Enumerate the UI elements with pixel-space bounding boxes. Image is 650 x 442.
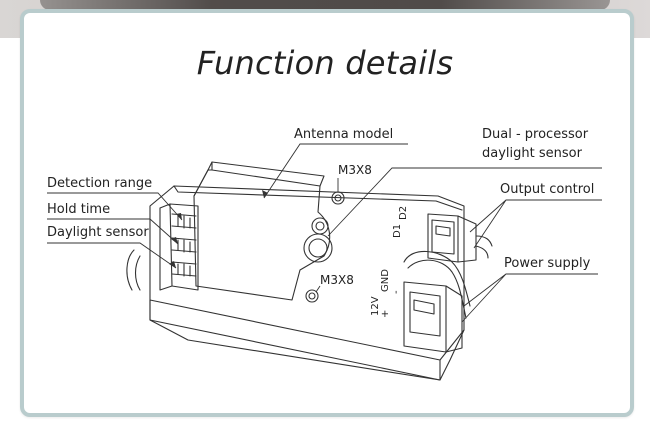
label-dual-processor-line1: Dual - processor [482, 127, 589, 142]
leader-detection-range [47, 192, 183, 221]
antenna-cover [193, 161, 331, 301]
marking-d1: D1 [392, 223, 403, 238]
marking-minus: - [391, 290, 402, 294]
marking-gnd: GND [380, 269, 391, 292]
content-panel [20, 9, 634, 417]
housing-base [149, 299, 441, 381]
page-title: Function details [196, 44, 454, 82]
output-terminal [427, 213, 477, 263]
label-power-supply: Power supply [504, 256, 591, 271]
marking-d2: D2 [398, 205, 409, 220]
marking-plus: + [380, 309, 391, 318]
left-wire [126, 249, 141, 291]
leader-power-supply [461, 273, 598, 323]
leader-daylight-sensor [47, 242, 177, 269]
label-screw-top: M3X8 [338, 163, 372, 177]
right-wires [403, 250, 471, 319]
label-daylight-sensor: Daylight sensor [47, 225, 149, 240]
leader-screw-bottom [315, 285, 321, 293]
leader-output-control [469, 199, 602, 249]
device-photo-edge [40, 0, 610, 10]
label-detection-range: Detection range [47, 176, 153, 191]
label-screw-bottom: M3X8 [320, 273, 354, 287]
label-output-control: Output control [500, 182, 595, 197]
housing-outline [149, 185, 465, 381]
label-hold-time: Hold time [47, 202, 111, 217]
leader-dual-processor [327, 167, 602, 237]
label-antenna-model: Antenna model [294, 127, 394, 142]
left-terminal-block [169, 203, 199, 291]
housing-top-edge [173, 185, 463, 211]
screw-bottom [305, 289, 319, 303]
leader-hold-time [47, 218, 179, 245]
leader-antenna [263, 143, 408, 199]
label-dual-processor-line2: daylight sensor [482, 146, 582, 161]
